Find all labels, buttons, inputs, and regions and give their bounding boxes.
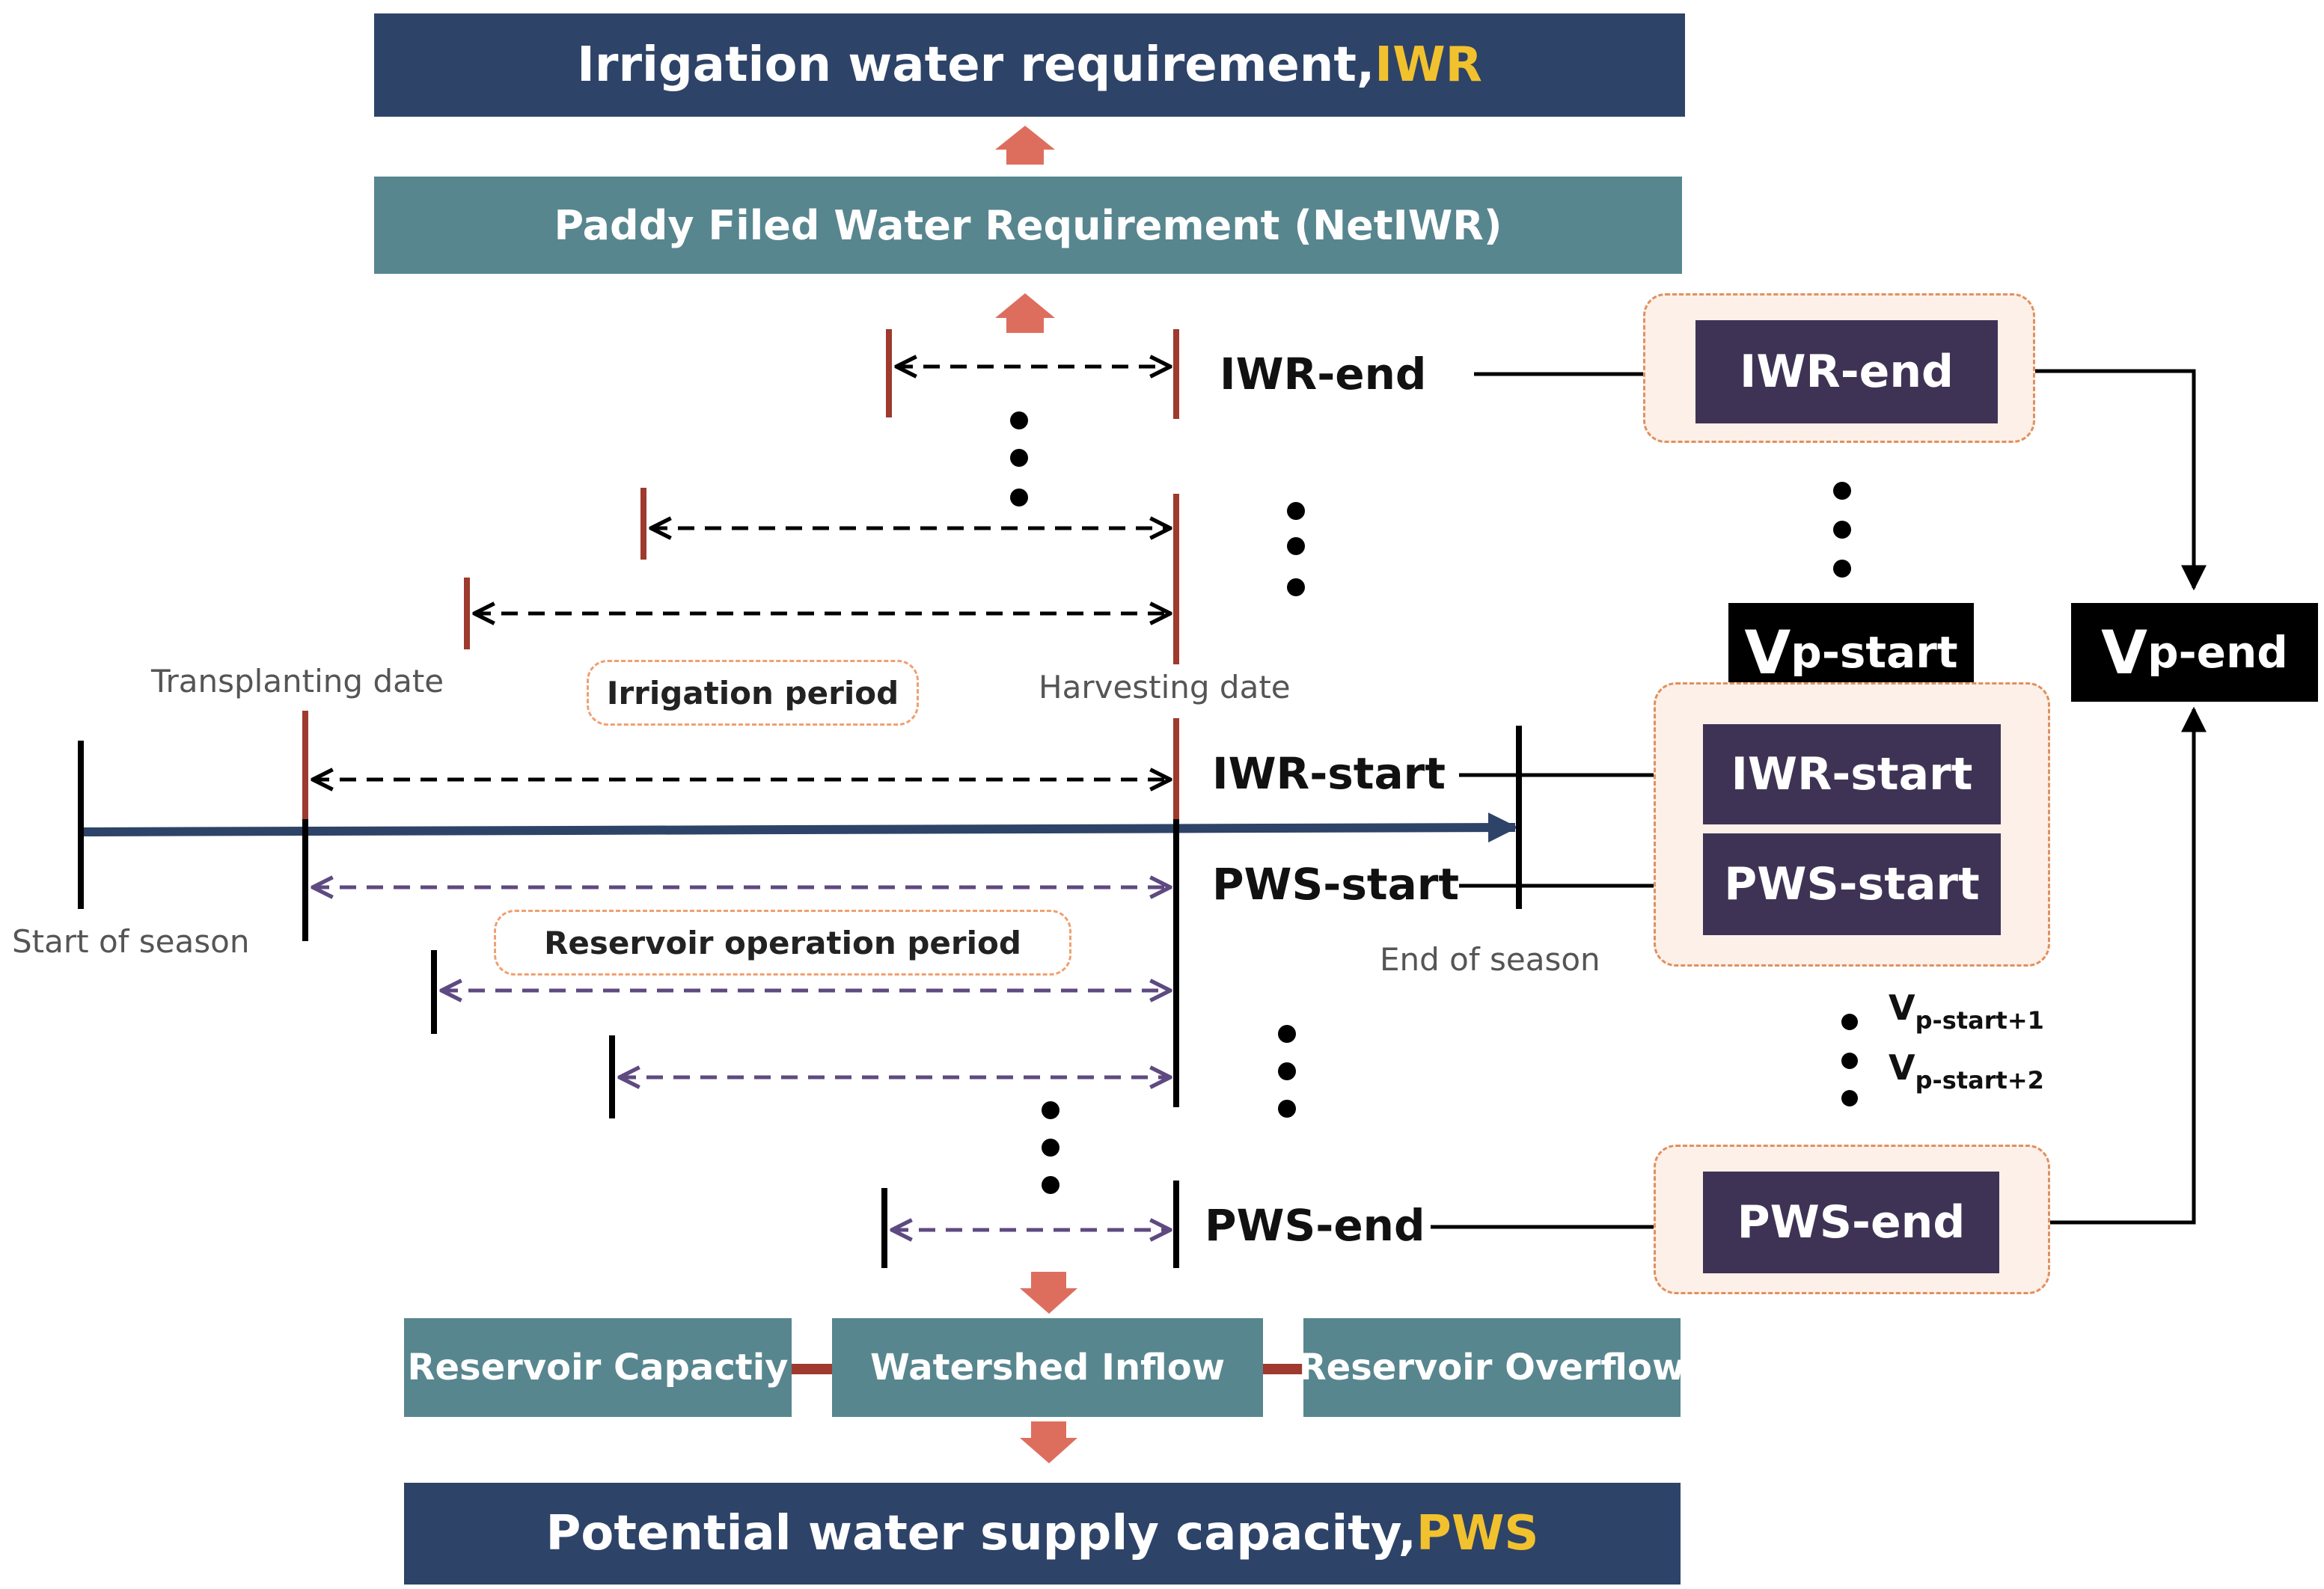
v-symbol: V [1744,617,1791,688]
down-arrow [1020,1272,1077,1314]
end-of-season-label: End of season [1380,941,1600,978]
v-subscript: p-start+2 [1915,1066,2044,1094]
v-subscript: p-end [2147,627,2288,678]
pws-highlight: PWS [1416,1506,1539,1561]
iwr-highlight: IWR [1374,37,1482,93]
v-symbol: V [1889,988,1915,1028]
up-arrow [995,126,1055,165]
pws-end-box: PWS-end [1703,1172,1999,1273]
watershed-inflow-box: Watershed Inflow [832,1318,1263,1417]
pws-title-text: Potential water supply capacity, [545,1506,1416,1561]
season-timeline [83,812,1518,843]
v-symbol: V [1889,1047,1915,1088]
reservoir-capacity-box: Reservoir Capactiy [404,1318,792,1417]
v-subscript: p-start [1791,627,1958,678]
paddy-water-box: Paddy Filed Water Requirement (NetIWR) [374,177,1682,274]
iwr-start-box: IWR-start [1703,724,2001,824]
iwr-start-label: IWR-start [1212,748,1446,799]
iwr-title-box: Irrigation water requirement, IWR [374,13,1685,117]
start-of-season-label: Start of season [12,923,250,960]
iwr-title-text: Irrigation water requirement, [577,37,1375,93]
harvesting-date-label: Harvesting date [1039,669,1291,705]
ellipsis-dots [1010,411,1858,1194]
pws-start-box: PWS-start [1703,833,2001,935]
transplanting-date-label: Transplanting date [151,663,444,699]
reservoir-operation-period-label: Reservoir operation period [494,910,1071,976]
up-arrow [995,293,1055,333]
irrigation-period-label: Irrigation period [587,660,919,726]
pws-start-label: PWS-start [1212,859,1460,910]
reservoir-overflow-box: Reservoir Overflow [1299,1318,1685,1417]
iwr-end-label: IWR-end [1220,349,1427,399]
v-symbol: V [2101,617,2148,688]
v-p-start-plus-2-label: Vp-start+2 [1889,1047,2044,1094]
iwr-end-box: IWR-end [1695,320,1998,423]
down-arrow [1020,1421,1077,1463]
pws-end-label: PWS-end [1205,1200,1425,1251]
pws-end-to-vpend [2005,706,2207,1225]
iwr-end-to-vpend [1999,369,2207,591]
pws-title-box: Potential water supply capacity, PWS [404,1483,1681,1585]
v-p-start-plus-1-label: Vp-start+1 [1889,988,2044,1035]
v-subscript: p-start+1 [1915,1006,2044,1035]
